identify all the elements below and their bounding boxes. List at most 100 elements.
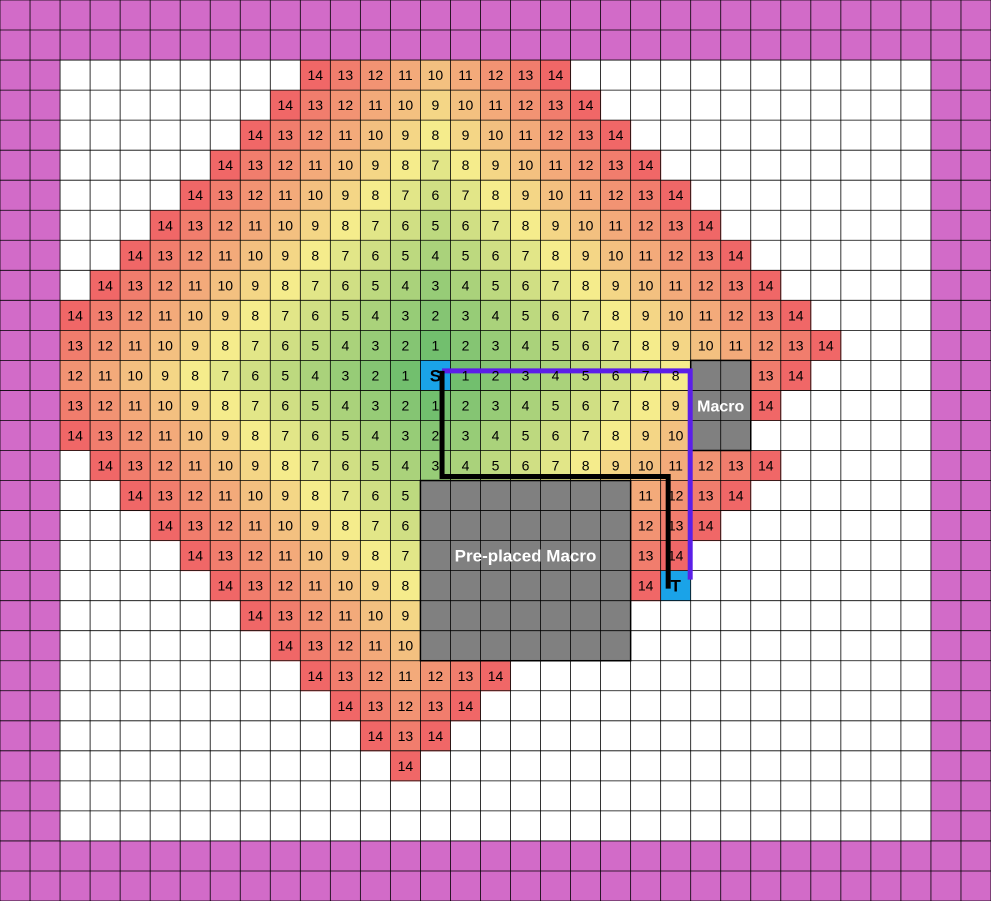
- distance-value: 11: [368, 97, 383, 113]
- distance-value: 14: [608, 127, 624, 143]
- distance-cell: [630, 210, 662, 241]
- distance-value: 5: [371, 277, 379, 293]
- distance-value: 12: [187, 247, 203, 263]
- distance-cell: [510, 420, 542, 451]
- distance-value: 3: [522, 367, 530, 383]
- distance-cell: [300, 660, 331, 692]
- distance-cell: [300, 90, 331, 121]
- distance-cell: [240, 600, 271, 632]
- distance-value: 11: [308, 157, 323, 173]
- distance-cell: [360, 690, 391, 722]
- distance-value: 3: [462, 307, 470, 323]
- distance-cell: [330, 600, 361, 632]
- distance-cell: [450, 270, 481, 301]
- distance-cell: [270, 540, 301, 572]
- distance-value: 8: [672, 367, 680, 383]
- distance-value: 7: [642, 367, 650, 383]
- distance-value: 13: [698, 488, 714, 504]
- distance-cell: [510, 150, 542, 181]
- distance-cell: [330, 390, 361, 421]
- distance-cell: [210, 240, 241, 271]
- distance-cell: [240, 390, 271, 421]
- distance-cell: [180, 360, 211, 391]
- distance-cell: [360, 600, 391, 632]
- distance-cell: [600, 240, 632, 271]
- distance-cell: [540, 300, 572, 331]
- distance-cell: [510, 120, 542, 151]
- distance-cell: [150, 390, 181, 421]
- distance-cell: [450, 150, 481, 181]
- distance-value: 11: [218, 488, 233, 504]
- distance-value: 9: [191, 397, 199, 413]
- distance-value: 10: [338, 578, 354, 594]
- distance-value: 9: [341, 548, 349, 564]
- distance-cell: [180, 540, 211, 572]
- distance-value: 6: [492, 247, 500, 263]
- distance-cell: [120, 480, 151, 512]
- distance-cell: [780, 300, 812, 331]
- distance-cell: [150, 450, 181, 482]
- distance-cell: [360, 390, 391, 421]
- distance-cell: [390, 330, 421, 361]
- distance-cell: [180, 480, 211, 512]
- distance-value: 11: [188, 277, 203, 293]
- distance-cell: [450, 90, 481, 121]
- distance-value: 13: [67, 337, 83, 353]
- distance-value: 14: [157, 518, 173, 534]
- distance-value: 9: [251, 458, 259, 474]
- distance-cell: [630, 540, 662, 572]
- distance-value: 6: [281, 397, 289, 413]
- distance-cell: [420, 210, 451, 241]
- distance-cell: [510, 270, 542, 301]
- distance-value: 4: [522, 397, 530, 413]
- distance-cell: [510, 240, 542, 271]
- distance-value: 11: [518, 127, 533, 143]
- distance-value: 7: [281, 307, 289, 323]
- distance-value: 7: [371, 518, 379, 534]
- distance-value: 14: [67, 427, 83, 443]
- distance-value: 9: [311, 217, 319, 233]
- distance-value: 14: [638, 578, 654, 594]
- distance-value: 7: [371, 217, 379, 233]
- distance-cell: [210, 300, 241, 331]
- distance-value: 13: [398, 728, 414, 744]
- distance-cell: [270, 570, 301, 602]
- distance-cell: [180, 390, 211, 421]
- distance-value: 6: [341, 277, 349, 293]
- distance-value: 8: [281, 277, 289, 293]
- distance-cell: [390, 540, 421, 572]
- distance-cell: [420, 330, 451, 361]
- distance-value: 4: [371, 307, 379, 323]
- distance-value: 11: [338, 127, 353, 143]
- distance-value: 9: [432, 97, 440, 113]
- distance-cell: [390, 690, 421, 722]
- distance-cell: [270, 510, 301, 542]
- distance-cell: [690, 210, 722, 241]
- distance-value: 3: [402, 307, 410, 323]
- distance-cell: [690, 270, 722, 301]
- distance-cell: [390, 180, 421, 211]
- distance-value: 7: [582, 307, 590, 323]
- distance-cell: [510, 360, 542, 391]
- distance-value: 13: [67, 397, 83, 413]
- distance-value: 7: [522, 247, 530, 263]
- distance-cell: [60, 390, 91, 421]
- distance-cell: [600, 150, 632, 181]
- distance-value: 10: [428, 67, 444, 83]
- distance-value: 12: [97, 337, 113, 353]
- distance-value: 12: [668, 488, 684, 504]
- distance-value: 3: [492, 397, 500, 413]
- distance-value: 1: [462, 367, 470, 383]
- black-route: [439, 370, 671, 589]
- distance-value: 5: [552, 337, 560, 353]
- distance-value: 14: [187, 187, 203, 203]
- distance-cell: [300, 600, 331, 632]
- distance-cell: [240, 300, 271, 331]
- distance-value: 12: [638, 518, 654, 534]
- distance-cell: [630, 480, 662, 512]
- distance-cell: [330, 540, 361, 572]
- distance-value: 13: [368, 698, 384, 714]
- distance-cell: [630, 570, 662, 602]
- distance-value: 12: [698, 277, 714, 293]
- distance-value: 9: [221, 427, 229, 443]
